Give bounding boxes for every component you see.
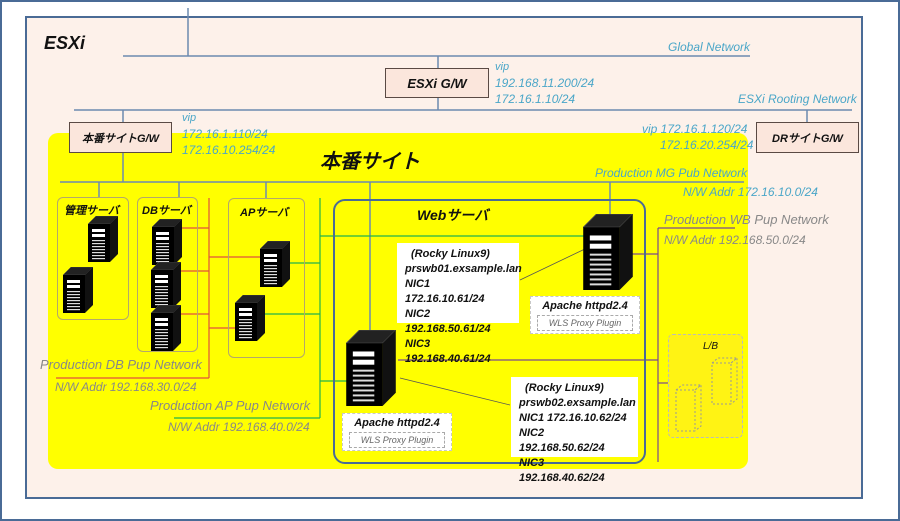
- ap-server-1-icon[interactable]: [260, 241, 290, 287]
- web2-nic2: NIC2 192.168.50.62/24: [519, 427, 605, 454]
- prod-gw-ip-1: 172.16.1.110/24: [182, 127, 268, 141]
- mgmt-server-2-icon[interactable]: [63, 267, 93, 313]
- lb-device-icon: [675, 356, 739, 432]
- mgmt-server-1-icon[interactable]: [88, 216, 118, 262]
- ap-group-label: APサーバ: [240, 207, 289, 219]
- web-server-2-icon[interactable]: [346, 330, 396, 406]
- wb-network-label: Production WB Pup Network: [664, 212, 829, 227]
- mgmt-group-label: 管理サーバ: [64, 205, 119, 217]
- esxi-gateway-box[interactable]: ESXi G/W: [385, 68, 489, 98]
- dr-gw-ip-2: 172.16.20.254/24: [660, 138, 754, 152]
- db-server-2-icon[interactable]: [151, 262, 181, 308]
- esxi-gw-vip-label: vip: [495, 61, 510, 73]
- lb-label: L/B: [703, 341, 719, 352]
- db-group-label: DBサーバ: [142, 205, 191, 217]
- db-server-3-icon[interactable]: [151, 305, 181, 351]
- esxi-gw-ip-1: 192.168.11.200/24: [495, 76, 595, 90]
- esxi-gw-ip-2: 172.16.1.10/24: [495, 92, 576, 106]
- web1-nic1: NIC1 172.16.10.61/24: [405, 278, 485, 305]
- ap-server-2-icon[interactable]: [235, 295, 265, 341]
- mg-network-addr: N/W Addr 172.16.10.0/24: [683, 185, 818, 199]
- ap-network-addr: N/W Addr 192.168.40.0/24: [168, 420, 310, 434]
- web2-apache-label: Apache httpd2.4: [354, 417, 440, 429]
- db-network-addr: N/W Addr 192.168.30.0/24: [55, 380, 197, 394]
- web-server-1-info: (Rocky Linux9) prswb01.exsample.lan NIC1…: [397, 243, 522, 365]
- web-server-group: [333, 199, 646, 464]
- prod-gw-vip-label: vip: [182, 112, 197, 124]
- global-network-label: Global Network: [668, 40, 751, 54]
- dr-gateway-box[interactable]: DRサイトG/W: [756, 122, 859, 153]
- web2-apache-box: Apache httpd2.4 WLS Proxy Plugin: [342, 413, 452, 451]
- ap-network-label: Production AP Pup Network: [150, 398, 311, 413]
- wb-network-addr: N/W Addr 192.168.50.0/24: [664, 233, 806, 247]
- web2-nic1: NIC1 172.16.10.62/24: [519, 412, 627, 424]
- web-group-label: Webサーバ: [417, 207, 489, 223]
- web1-nic2: NIC2 192.168.50.61/24: [405, 308, 491, 335]
- ap-server-group: [228, 198, 305, 358]
- web2-nic3: NIC3 192.168.40.62/24: [519, 457, 605, 484]
- production-site-title: 本番サイト: [320, 151, 420, 173]
- web-server-2-info: (Rocky Linux9) prswb02.exsample.lan NIC1…: [511, 377, 638, 484]
- prod-gateway-box[interactable]: 本番サイトG/W: [69, 122, 172, 153]
- mg-network-label: Production MG Pub Network: [595, 166, 748, 180]
- web2-plugin-label: WLS Proxy Plugin: [349, 432, 445, 448]
- mgmt-server-group: [57, 197, 129, 320]
- db-server-1-icon[interactable]: [152, 219, 182, 265]
- web1-apache-box: Apache httpd2.4 WLS Proxy Plugin: [530, 296, 640, 334]
- db-server-group: [137, 197, 198, 352]
- web1-os: (Rocky Linux9): [411, 248, 490, 260]
- web1-nic3: NIC3 192.168.40.61/24: [405, 338, 491, 365]
- dr-gw-vip: vip 172.16.1.120/24: [642, 122, 748, 136]
- web1-plugin-label: WLS Proxy Plugin: [537, 315, 633, 331]
- prod-gw-ip-2: 172.16.10.254/24: [182, 143, 276, 157]
- web1-host: prswb01.exsample.lan: [405, 263, 522, 275]
- esxi-title: ESXi: [44, 33, 86, 53]
- web2-os: (Rocky Linux9): [525, 382, 604, 394]
- db-network-label: Production DB Pup Network: [40, 357, 202, 372]
- web-server-1-icon[interactable]: [583, 214, 633, 290]
- web1-apache-label: Apache httpd2.4: [542, 300, 628, 312]
- web2-host: prswb02.exsample.lan: [519, 397, 636, 409]
- routing-network-label: ESXi Rooting Network: [738, 92, 857, 106]
- load-balancer-group: L/B: [668, 334, 743, 438]
